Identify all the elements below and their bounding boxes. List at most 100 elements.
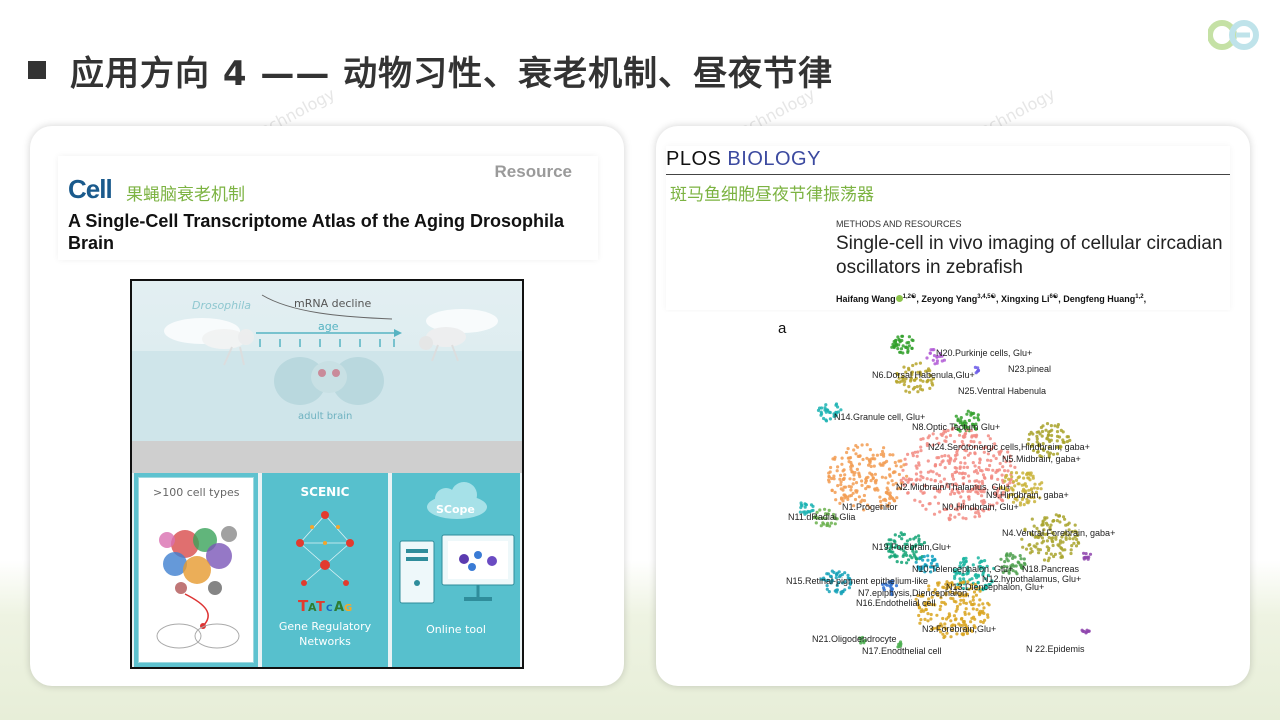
cell-journal-logo: Cell (68, 174, 113, 204)
author-name: Haifang Wang (836, 294, 896, 304)
svg-text:T: T (298, 597, 309, 615)
umap-cluster-points (881, 579, 899, 597)
orcid-icon (895, 295, 903, 302)
panel-letter: a (778, 320, 787, 337)
cluster-label: N21.Oligodendrocyte (812, 634, 897, 644)
author-name: Zeyong Yang (921, 294, 978, 304)
author-affiliation: 3,4,5☯ (977, 294, 997, 300)
mrna-decline-label: mRNA decline (294, 297, 372, 310)
right-paper-card: PLOS BIOLOGY 斑马鱼细胞昼夜节律振荡器 METHODS AND RE… (656, 126, 1250, 686)
title-bullet-icon (28, 61, 46, 79)
young-fly-icon (164, 318, 254, 366)
umap-cluster-points (998, 471, 1044, 507)
umap-cluster-points (973, 365, 981, 375)
tsne-cluster-plot (156, 526, 240, 649)
old-fly-icon (419, 309, 498, 362)
slide-title-text: 应用方向 4 —— 动物习性、衰老机制、昼夜节律 (70, 53, 834, 94)
adult-brain-label: adult brain (298, 411, 353, 422)
svg-text:A: A (308, 601, 317, 614)
scope-panel: SCope Online tool (392, 473, 520, 667)
umap-cluster-points (1082, 551, 1093, 561)
cluster-label: N11.dRadial Glia (788, 512, 856, 522)
umap-cluster-points (1020, 513, 1081, 563)
right-caption-zh: 斑马鱼细胞昼夜节律振荡器 (670, 185, 874, 205)
cluster-label: N16.Endothelial cell (856, 598, 936, 608)
cluster-label: N3.Forebrain,Glu+ (922, 624, 997, 634)
umap-cluster-points (999, 552, 1027, 576)
cluster-label: N15.Retinal-pigment epithelium-like (786, 576, 929, 586)
left-paper-card: Resource Cell 果蝇脑衰老机制 A Single-Cell Tran… (30, 126, 624, 686)
umap-cluster-points (858, 635, 867, 645)
svg-text:G: G (344, 603, 352, 614)
cluster-label: N6.Dorsal Habenula,Glu+ (872, 370, 975, 380)
grn-label: Gene Regulatory Networks (278, 620, 372, 648)
cluster-label: N8.Optic Tectum Glu+ (912, 422, 1001, 432)
cluster-blob-purple (206, 543, 232, 569)
cell-types-panel: >100 cell types (134, 473, 258, 667)
left-paper-title: A Single-Cell Transcriptome Atlas of the… (68, 211, 565, 253)
scenic-panel: SCENIC T A T (262, 473, 388, 667)
cell-types-inner: >100 cell types (138, 477, 254, 663)
age-label: age (318, 320, 339, 333)
umap-cluster-points (816, 402, 843, 423)
drosophila-label: Drosophila (192, 299, 251, 312)
author-affiliation: 6☯ (1049, 294, 1059, 300)
umap-cluster-points (827, 443, 909, 512)
author-name: Xingxing Li (1001, 294, 1050, 304)
cluster-label: N23.pineal (1008, 364, 1052, 374)
figure-gray-band (132, 441, 522, 473)
cluster-label: N10.Telencephalon, Glu+ (912, 564, 1014, 574)
cell-paper-header: Resource Cell 果蝇脑衰老机制 A Single-Cell Tran… (58, 156, 598, 260)
umap-cluster-points (812, 507, 839, 528)
svg-text:A: A (334, 600, 344, 615)
cluster-label: N18.Pancreas (1022, 564, 1080, 574)
author-affiliation: 1,2☯ (902, 294, 917, 300)
computer-icon (399, 534, 515, 604)
cluster-label: N12.hypothalamus, Glu+ (982, 574, 1082, 584)
author-affiliation: 1,2 (1135, 294, 1144, 300)
plos-biology-logo: PLOS BIOLOGY (666, 148, 821, 171)
umap-cluster-points (890, 334, 915, 355)
slide-title: 应用方向 4 —— 动物习性、衰老机制、昼夜节律 (28, 40, 833, 100)
cluster-label: N4.Ventral Forebrain, gaba+ (1002, 528, 1116, 538)
author-name: Dengfeng Huang (1063, 294, 1136, 304)
cluster-blob-blue (163, 552, 187, 576)
cluster-label: N24.Serotonergic cells,Hindbrain, gaba+ (928, 442, 1090, 452)
biology-word: BIOLOGY (727, 148, 821, 170)
umap-cluster-points (819, 569, 853, 596)
scope-title: SCope (436, 503, 475, 516)
header-divider (666, 174, 1230, 175)
left-caption-zh: 果蝇脑衰老机制 (126, 185, 245, 205)
adult-brain-icon (274, 357, 384, 405)
cluster-blob-orange (183, 556, 211, 584)
cluster-label: N13.Diencephalon, Glu+ (946, 582, 1045, 592)
svg-text:C: C (326, 604, 333, 614)
online-tool-label: Online tool (426, 623, 486, 636)
cluster-label: N0.Hindbrain, Glu+ (942, 502, 1019, 512)
gene-network-icon: T A T C A G (296, 511, 354, 615)
cluster-label: N 22.Epidemis (1026, 644, 1085, 654)
umap-cluster-points (885, 531, 927, 565)
cell-types-label: >100 cell types (153, 486, 240, 499)
cluster-label: N17.Enodthelial cell (862, 646, 942, 656)
umap-cluster-points (952, 556, 996, 592)
cluster-label: N5.Midbrain, gaba+ (1002, 454, 1081, 464)
cluster-blob-gray (221, 526, 237, 542)
umap-cluster-points (925, 348, 946, 366)
cluster-label: N20.Purkinje cells, Glu+ (936, 348, 1033, 358)
motif-logo-icon: T A T C A G (298, 597, 352, 615)
cluster-blob-red (171, 530, 199, 558)
cluster-label: N9.Hindbrain, gaba+ (986, 490, 1069, 500)
svg-text:T: T (316, 600, 325, 615)
umap-cluster-points (1026, 422, 1072, 459)
graphical-abstract-figure: Drosophila mRNA decline age adult brain … (130, 279, 524, 669)
umap-cluster-points (798, 501, 815, 516)
cluster-label: N2.Midbrain/Thalamus, Glu+ (896, 482, 1011, 492)
umap-scatter-plot (798, 334, 1093, 649)
plos-word: PLOS (666, 148, 722, 170)
scenic-title: SCENIC (300, 485, 350, 499)
cluster-label: N25.Ventral Habenula (958, 386, 1047, 396)
umap-cluster-points (1080, 628, 1091, 635)
